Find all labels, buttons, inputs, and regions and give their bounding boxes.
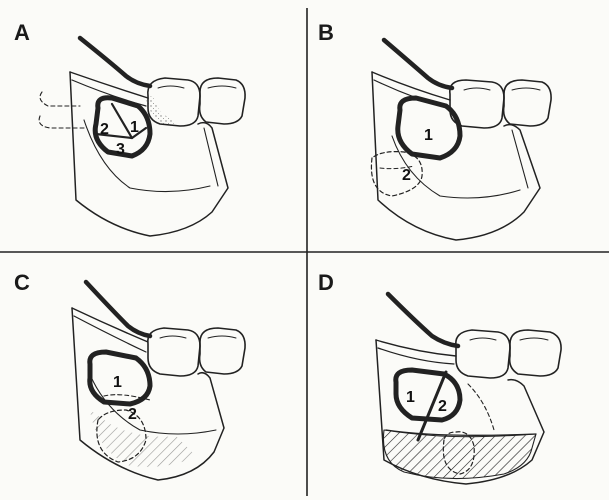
panel-a-label: A bbox=[14, 20, 30, 46]
panel-c-drawing bbox=[72, 282, 245, 480]
panel-d-region-1-label: 1 bbox=[406, 389, 415, 406]
panel-c-label: C bbox=[14, 270, 30, 296]
panel-c-region-2-label: 2 bbox=[128, 406, 137, 423]
panel-d-drawing bbox=[376, 294, 561, 484]
panel-b-label: B bbox=[318, 20, 334, 46]
panel-a-drawing bbox=[39, 38, 245, 236]
panel-d-tooth-2 bbox=[510, 330, 561, 376]
panel-c-nerve bbox=[86, 282, 150, 336]
panel-a-region-1-label: 1 bbox=[130, 119, 139, 136]
panel-c-tooth-1 bbox=[148, 328, 200, 376]
panel-b-drawing bbox=[371, 40, 551, 240]
panel-a-region-2-label: 2 bbox=[100, 121, 109, 138]
panel-d-label: D bbox=[318, 270, 334, 296]
panel-d-tooth-1 bbox=[456, 330, 510, 378]
panel-c-region-1-label: 1 bbox=[113, 374, 122, 391]
panel-d-nerve bbox=[388, 294, 458, 346]
panel-a-region-3-label: 3 bbox=[116, 141, 125, 158]
panel-b-region-1-label: 1 bbox=[424, 127, 433, 144]
panel-c-tooth-2 bbox=[200, 328, 245, 374]
panel-a-tooth-2 bbox=[200, 78, 245, 124]
panel-b-tooth-2 bbox=[504, 80, 551, 126]
panel-b-jaw bbox=[372, 72, 540, 240]
panel-d-region-2-label: 2 bbox=[438, 398, 447, 415]
panel-b-region-2-label: 2 bbox=[402, 167, 411, 184]
panel-d-hatched-region bbox=[383, 430, 536, 479]
panel-a-tooth-1 bbox=[148, 78, 200, 126]
